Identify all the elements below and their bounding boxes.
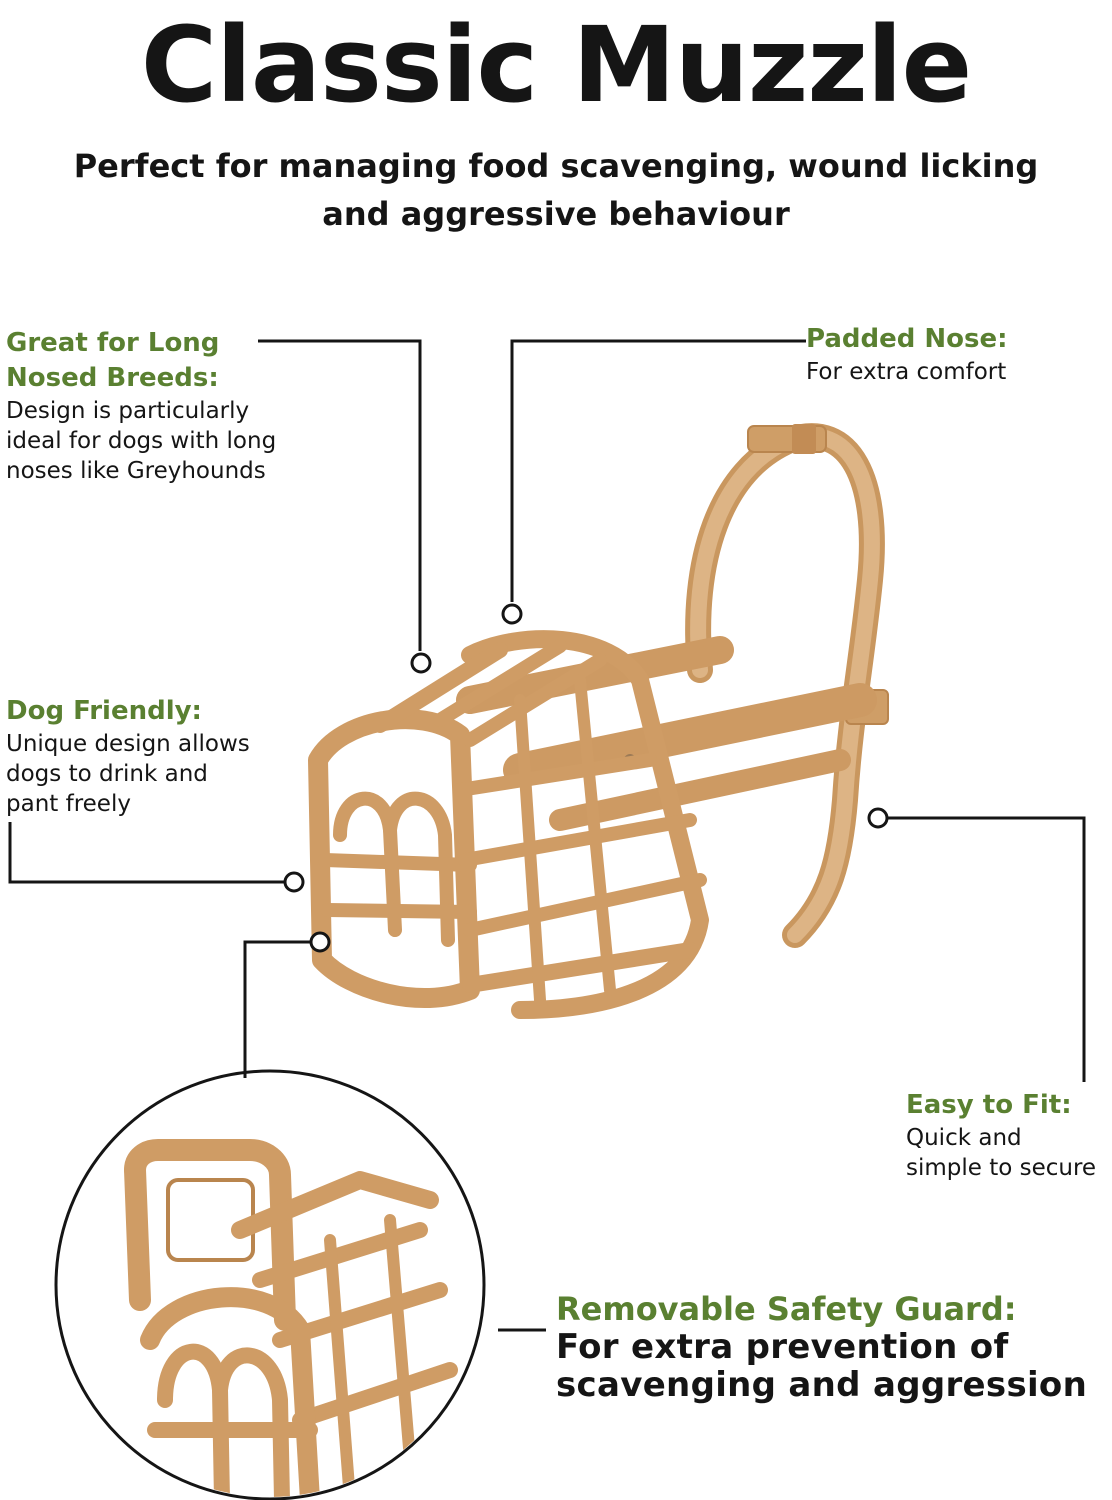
callout-dot-easy-fit bbox=[867, 807, 889, 829]
feature-easy-fit: Easy to Fit: Quick and simple to secure bbox=[906, 1088, 1112, 1183]
page-subtitle: Perfect for managing food scavenging, wo… bbox=[0, 142, 1112, 238]
callout-dot-long-nose bbox=[410, 652, 432, 674]
feature-body: pant freely bbox=[6, 791, 131, 817]
feature-dog-friendly: Dog Friendly: Unique design allows dogs … bbox=[6, 694, 306, 819]
muzzle-side-arms bbox=[456, 636, 877, 831]
page-title: Classic Muzzle bbox=[140, 4, 972, 126]
callout-dots bbox=[283, 603, 889, 953]
subtitle-line: and aggressive behaviour bbox=[322, 195, 790, 233]
feature-heading: Dog Friendly: bbox=[6, 696, 202, 726]
feature-long-nose: Great for Long Nosed Breeds: Design is p… bbox=[6, 326, 336, 486]
feature-body: For extra comfort bbox=[806, 359, 1007, 385]
feature-body: Quick and bbox=[906, 1125, 1022, 1151]
callout-dot-safety-guard bbox=[309, 931, 331, 953]
feature-body: dogs to drink and bbox=[6, 761, 208, 787]
feature-heading: Easy to Fit: bbox=[906, 1090, 1072, 1120]
callout-lines bbox=[8, 339, 1086, 1332]
feature-heading: Nosed Breeds: bbox=[6, 363, 219, 393]
feature-body: noses like Greyhounds bbox=[6, 458, 266, 484]
head-strap bbox=[685, 423, 885, 948]
callout-dot-padded-nose bbox=[501, 603, 523, 625]
feature-body: simple to secure bbox=[906, 1155, 1097, 1181]
feature-padded-nose: Padded Nose: For extra comfort bbox=[806, 322, 1106, 387]
feature-body: Design is particularly bbox=[6, 398, 250, 424]
feature-heading: Padded Nose: bbox=[806, 324, 1008, 354]
muzzle-basket bbox=[308, 630, 709, 1019]
feature-heading: Removable Safety Guard: bbox=[556, 1290, 1017, 1328]
feature-safety-guard: Removable Safety Guard: For extra preven… bbox=[556, 1290, 1106, 1404]
subtitle-line: Perfect for managing food scavenging, wo… bbox=[73, 147, 1039, 185]
feature-body: Unique design allows bbox=[6, 731, 250, 757]
safety-guard-closeup bbox=[124, 1139, 458, 1497]
feature-heading: Great for Long bbox=[6, 328, 220, 358]
feature-body: For extra prevention of bbox=[556, 1327, 1009, 1367]
callout-dot-dog-friendly bbox=[283, 871, 305, 893]
feature-body: scavenging and aggression bbox=[556, 1365, 1088, 1405]
feature-body: ideal for dogs with long bbox=[6, 428, 277, 454]
